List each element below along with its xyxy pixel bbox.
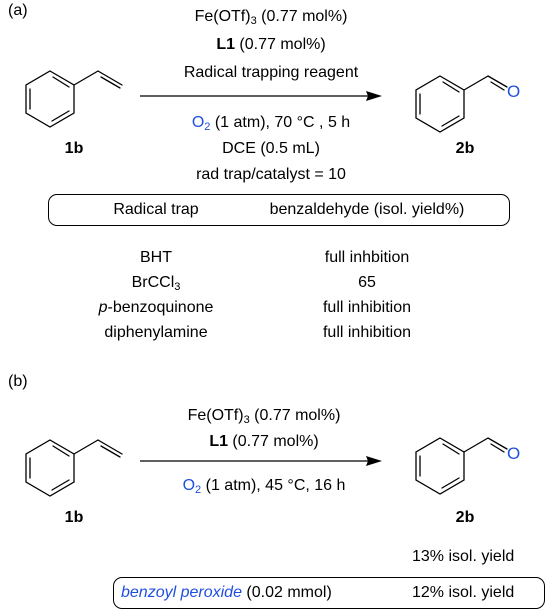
- row-1-result: full inhbition: [324, 249, 410, 266]
- catalyst-line-b: Fe(OTf)3 (0.77 mol%): [187, 407, 341, 426]
- catalyst-loading-a: (0.77 mol%): [256, 8, 348, 25]
- catalyst-sub-b: 3: [243, 414, 250, 426]
- row-3-result: full inhibition: [322, 299, 412, 316]
- peroxide-name: benzoyl peroxide: [121, 584, 242, 601]
- styrene-structure-a: [25, 70, 123, 128]
- yield-plain: 13% isol. yield: [412, 548, 515, 565]
- catalyst-b: Fe(OTf): [187, 407, 244, 424]
- oxidant-rest-a: (1 atm), 70 °C , 5 h: [210, 114, 351, 131]
- header-yield: benzaldehyde (isol. yield%): [269, 201, 465, 218]
- oxygen-atom-a: O: [507, 82, 521, 101]
- ligand-line-b: L1 (0.77 mol%): [209, 433, 318, 451]
- ligand-loading-b: (0.77 mol%): [227, 433, 319, 450]
- oxidant-rest-b: (1 atm), 45 °C, 16 h: [201, 477, 346, 494]
- table-header-box: [48, 194, 510, 226]
- ligand-a: L1: [216, 36, 235, 53]
- row-4-result: full inhibition: [322, 324, 412, 341]
- product-label-a: 2b: [455, 140, 475, 157]
- styrene-structure-b: [25, 439, 123, 497]
- benzaldehyde-structure-b: [415, 437, 508, 495]
- peroxide-amount: (0.02 mmol): [241, 584, 332, 601]
- additive-a: Radical trapping reagent: [183, 64, 359, 81]
- oxidant-line-b: O2 (1 atm), 45 °C, 16 h: [182, 477, 346, 496]
- catalyst-line-a: Fe(OTf)3 (0.77 mol%): [194, 8, 348, 27]
- benzaldehyde-structure-a: [415, 75, 508, 133]
- catalyst-a: Fe(OTf): [194, 8, 251, 25]
- row-1-trap: BHT: [140, 249, 172, 266]
- catalyst-loading-b: (0.77 mol%): [249, 407, 341, 424]
- substrate-label-a: 1b: [64, 140, 84, 157]
- ratio-a: rad trap/catalyst = 10: [196, 166, 346, 183]
- oxidant-line-a: O2 (1 atm), 70 °C , 5 h: [191, 114, 351, 133]
- reaction-arrow-b: [140, 456, 382, 466]
- part-b-label: (b): [8, 373, 28, 390]
- ligand-b: L1: [209, 433, 228, 450]
- solvent-a: DCE (0.5 mL): [222, 140, 320, 157]
- oxygen-b: O: [182, 477, 196, 494]
- ligand-line-a: L1 (0.77 mol%): [216, 36, 325, 54]
- row-2-trap: BrCCl3: [131, 274, 181, 293]
- row-2-result: 65: [358, 274, 376, 291]
- peroxide-box: [113, 577, 545, 609]
- catalyst-sub-a: 3: [250, 15, 257, 27]
- part-a-label: (a): [8, 2, 28, 19]
- oxygen-a: O: [191, 114, 205, 131]
- oxygen-atom-b: O: [507, 444, 521, 463]
- ligand-loading-a: (0.77 mol%): [234, 36, 326, 53]
- oxygen-sub-a: 2: [204, 121, 211, 133]
- oxygen-sub-b: 2: [195, 484, 202, 496]
- row-3-trap: p-benzoquinone: [98, 299, 214, 316]
- substrate-label-b: 1b: [64, 509, 84, 526]
- product-label-b: 2b: [455, 509, 475, 526]
- peroxide-line: benzoyl peroxide (0.02 mmol): [121, 584, 332, 602]
- yield-peroxide: 12% isol. yield: [412, 584, 515, 601]
- row-4-trap: diphenylamine: [104, 324, 208, 341]
- reaction-arrow-a: [140, 91, 382, 101]
- header-radical-trap: Radical trap: [113, 201, 199, 218]
